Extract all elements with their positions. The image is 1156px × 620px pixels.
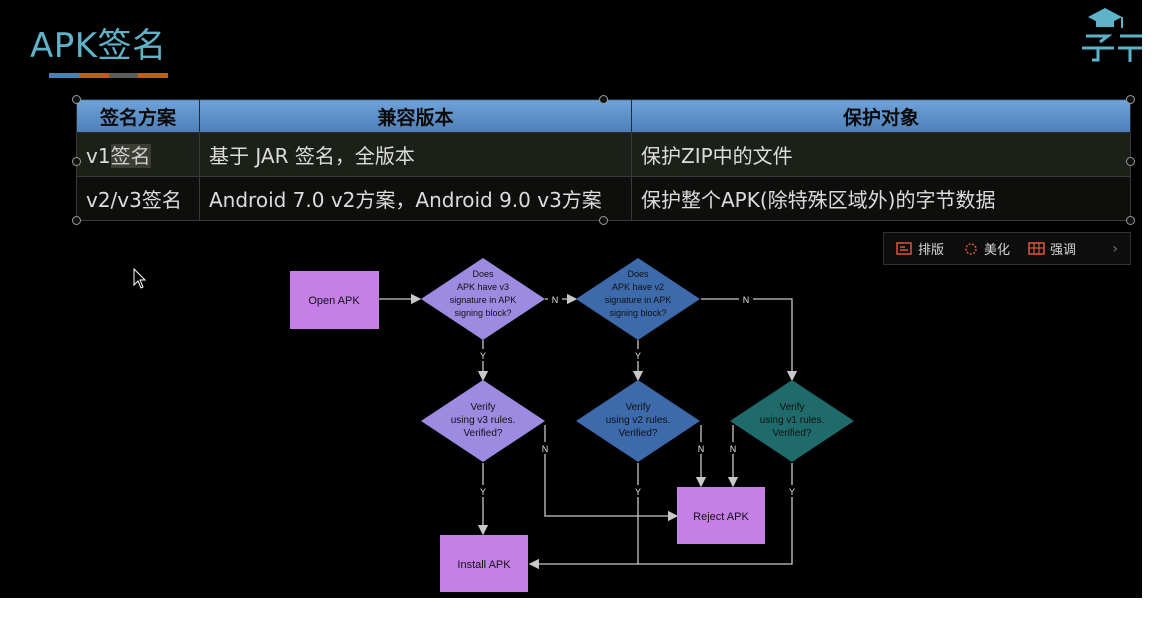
edge-label-yes: Y bbox=[480, 487, 486, 497]
mouse-cursor-icon bbox=[133, 268, 147, 289]
resize-handle[interactable] bbox=[1126, 216, 1135, 225]
edge-label-no: N bbox=[743, 295, 750, 305]
decision-text: signature in APK bbox=[605, 295, 672, 305]
header-compat: 兼容版本 bbox=[199, 99, 632, 133]
beautify-icon bbox=[965, 242, 977, 255]
resize-handle[interactable] bbox=[72, 157, 81, 166]
decision-v3-node: Does APK have v3 signature in APK signin… bbox=[421, 258, 545, 340]
chevron-right-icon[interactable]: › bbox=[1112, 240, 1118, 257]
emphasis-label: 强调 bbox=[1050, 243, 1077, 258]
resize-handle[interactable] bbox=[72, 95, 81, 104]
layout-label: 排版 bbox=[918, 243, 945, 258]
beautify-button[interactable]: 美化 bbox=[962, 239, 1010, 258]
underline-segment bbox=[49, 73, 79, 78]
edge-label-yes: Y bbox=[635, 351, 641, 361]
header-scheme: 签名方案 bbox=[76, 99, 200, 133]
verify-text: Verify bbox=[470, 402, 495, 413]
flow-edge bbox=[544, 425, 679, 522]
verify-text: Verify bbox=[779, 402, 804, 413]
decision-text: signature in APK bbox=[450, 295, 517, 305]
install-apk-node: Install APK bbox=[440, 535, 528, 592]
table-header-row: 签名方案 兼容版本 保护对象 bbox=[76, 99, 1131, 133]
flow-edge bbox=[701, 298, 798, 382]
edge-label-no: N bbox=[698, 444, 705, 454]
graduation-cap-logo bbox=[1082, 8, 1142, 62]
edge-label-no: N bbox=[552, 295, 559, 305]
decision-text: APK have v3 bbox=[457, 282, 509, 292]
table-cell[interactable]: v1签名 bbox=[76, 132, 200, 177]
verify-text: using v2 rules. bbox=[606, 415, 670, 426]
reject-apk-node: Reject APK bbox=[677, 487, 765, 544]
slide-title: APK签名 bbox=[30, 26, 167, 66]
verify-text: Verified? bbox=[619, 428, 658, 439]
verify-v2-node: Verify using v2 rules. Verified? bbox=[576, 380, 700, 462]
title-underline bbox=[49, 73, 168, 78]
verify-text: Verified? bbox=[464, 428, 503, 439]
underline-segment bbox=[138, 73, 168, 78]
resize-handle[interactable] bbox=[599, 216, 608, 225]
signing-table[interactable]: 签名方案 兼容版本 保护对象 v1签名 基于 JAR 签名，全版本 保护ZIP中… bbox=[76, 99, 1131, 221]
emphasis-button[interactable]: 强调 bbox=[1028, 239, 1076, 258]
edge-label-yes: Y bbox=[635, 487, 641, 497]
verify-text: using v1 rules. bbox=[760, 415, 824, 426]
table-cell[interactable]: 基于 JAR 签名，全版本 bbox=[199, 132, 632, 177]
verify-v1-node: Verify using v1 rules. Verified? bbox=[730, 380, 854, 462]
apk-signature-flowchart: N N Y Y N N N Y Y Y Open APK bbox=[290, 258, 854, 592]
header-protect: 保护对象 bbox=[631, 99, 1131, 133]
open-apk-label: Open APK bbox=[308, 295, 360, 307]
resize-handle[interactable] bbox=[72, 216, 81, 225]
decision-text: APK have v2 bbox=[612, 282, 664, 292]
reject-apk-label: Reject APK bbox=[693, 511, 749, 523]
selected-text[interactable]: 签名 bbox=[110, 144, 151, 168]
presentation-slide: APK签名 签名方案 兼容版本 保护对象 v1签名 基于 JAR 签名，全版本 … bbox=[0, 0, 1142, 598]
verify-text: Verify bbox=[625, 402, 650, 413]
cell-text: v1 bbox=[86, 144, 111, 168]
decision-text: signing block? bbox=[609, 308, 666, 318]
layout-button[interactable]: 排版 bbox=[896, 239, 944, 258]
resize-handle[interactable] bbox=[1126, 95, 1135, 104]
beautify-label: 美化 bbox=[984, 243, 1011, 258]
verify-text: using v3 rules. bbox=[451, 415, 515, 426]
underline-segment bbox=[108, 73, 139, 78]
decision-text: signing block? bbox=[454, 308, 511, 318]
edge-label-no: N bbox=[730, 444, 737, 454]
edge-label-no: N bbox=[542, 444, 549, 454]
verify-v3-node: Verify using v3 rules. Verified? bbox=[421, 380, 545, 462]
install-apk-label: Install APK bbox=[457, 559, 511, 571]
table-cell[interactable]: 保护整个APK(除特殊区域外)的字节数据 bbox=[631, 176, 1131, 221]
table-cell[interactable]: v2/v3签名 bbox=[76, 176, 200, 221]
layout-icon bbox=[896, 241, 912, 255]
decision-text: Does bbox=[472, 269, 494, 279]
table-cell[interactable]: 保护ZIP中的文件 bbox=[631, 132, 1131, 177]
edge-label-yes: Y bbox=[789, 487, 795, 497]
table-cell[interactable]: Android 7.0 v2方案，Android 9.0 v3方案 bbox=[199, 176, 632, 221]
underline-segment bbox=[78, 73, 109, 78]
decision-text: Does bbox=[627, 269, 649, 279]
resize-handle[interactable] bbox=[599, 95, 608, 104]
open-apk-node: Open APK bbox=[290, 271, 379, 329]
decision-v2-node: Does APK have v2 signature in APK signin… bbox=[576, 258, 700, 340]
table-row: v1签名 基于 JAR 签名，全版本 保护ZIP中的文件 bbox=[76, 132, 1131, 177]
table-row: v2/v3签名 Android 7.0 v2方案，Android 9.0 v3方… bbox=[76, 176, 1131, 221]
edge-label-yes: Y bbox=[480, 351, 486, 361]
smart-toolbar: 排版 美化 强调 › bbox=[883, 232, 1131, 265]
emphasis-icon bbox=[1028, 241, 1045, 255]
resize-handle[interactable] bbox=[1126, 157, 1135, 166]
verify-text: Verified? bbox=[773, 428, 812, 439]
